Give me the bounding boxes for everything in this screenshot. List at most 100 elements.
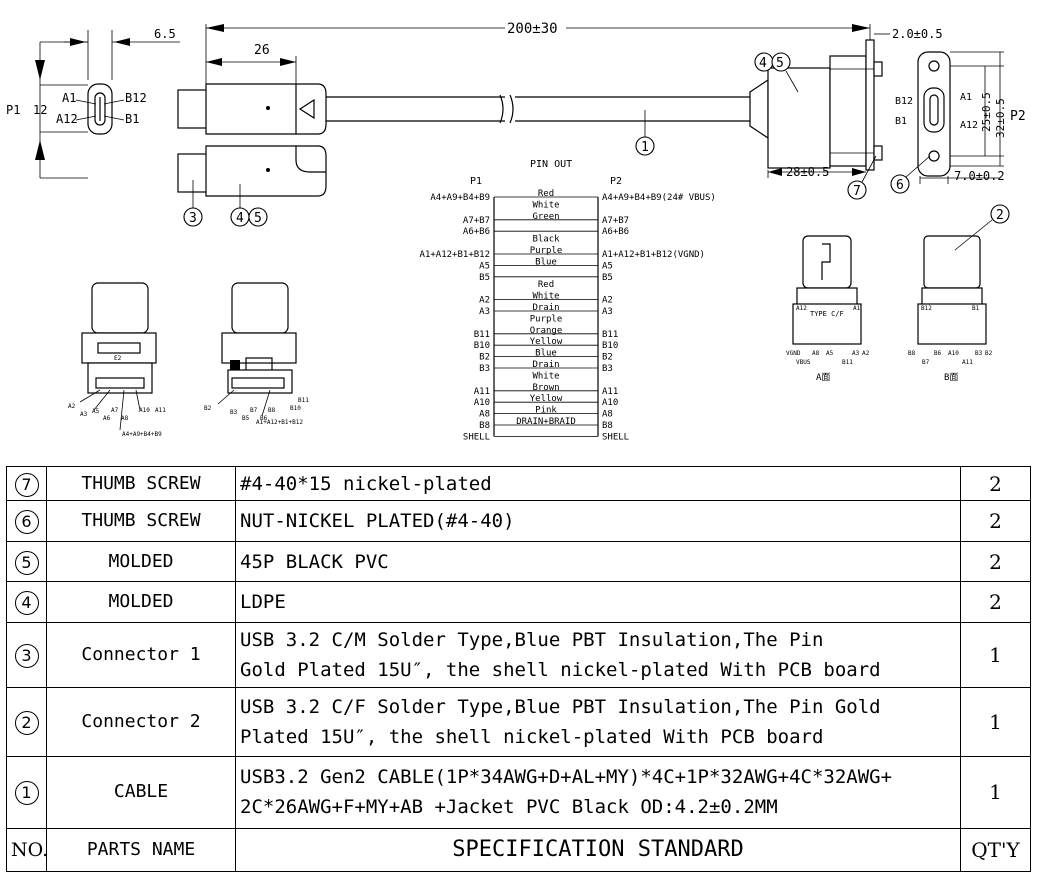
face-b-label: B面 — [944, 372, 958, 383]
pinout-wire-color: Green — [532, 212, 559, 222]
pinout-left-label: A7+B7 — [463, 216, 490, 226]
svg-text:B10: B10 — [290, 405, 301, 412]
pinout-left-label: A5 — [479, 261, 490, 271]
bom-quantity: 2 — [960, 465, 1031, 502]
bom-specification: LDPE — [235, 581, 961, 623]
bom-quantity: 2 — [960, 540, 1031, 583]
bom-header-qty: QT'Y — [960, 828, 1031, 872]
e2-label: E2 — [114, 355, 122, 362]
svg-text:B7: B7 — [250, 407, 258, 414]
pinout-p1: P1 — [470, 176, 482, 187]
pinout-wire-color: Red — [538, 280, 554, 290]
dim-2-0-label: 2.0±0.5 — [892, 27, 943, 41]
left-pcb-label-b: A1+A12+B1+B12 — [256, 419, 303, 426]
bom-part-name: MOLDED — [46, 540, 236, 583]
pinout-wire-color: Orange — [530, 326, 563, 336]
svg-text:A1: A1 — [853, 305, 861, 312]
pinout-right-label: A11 — [602, 387, 618, 397]
pinout-right-label: A10 — [602, 398, 618, 408]
bom-item-number: 3 — [6, 621, 47, 689]
bom-spec-line-2: 2C*26AWG+F+MY+AB +Jacket PVC Black OD:4.… — [240, 796, 778, 819]
dim-total-length: 200±30 — [507, 21, 558, 37]
vgnd-label: VGND — [786, 350, 801, 357]
pinout-wire-color: Blue — [535, 349, 557, 359]
svg-text:B3: B3 — [975, 350, 983, 357]
svg-text:4: 4 — [236, 211, 244, 226]
svg-text:A10: A10 — [948, 350, 959, 357]
pinout-left-label: B5 — [479, 273, 490, 283]
bom-item-number: 2 — [6, 687, 47, 757]
pinout-wire-color: White — [532, 371, 559, 381]
svg-text:B1: B1 — [895, 116, 907, 127]
svg-text:A11: A11 — [962, 359, 973, 366]
pinout-left-label: A2 — [479, 296, 490, 306]
pinout-left-label: A4+A9+B4+B9 — [430, 193, 490, 203]
bom-spec-line-1: USB3.2 Gen2 CABLE(1P*34AWG+D+AL+MY)*4C+1… — [240, 766, 893, 789]
svg-text:B5: B5 — [242, 415, 250, 422]
pinout-left-label: A10 — [474, 398, 490, 408]
bom-part-name: THUMB SCREW — [46, 465, 236, 502]
svg-text:A5: A5 — [826, 350, 834, 357]
callout-3: 3 — [189, 211, 197, 226]
pinout-left-label: A6+B6 — [463, 227, 490, 237]
bom-header-name: PARTS NAME — [46, 828, 236, 872]
pinout-right-label: A1+A12+B1+B12(VGND) — [602, 250, 705, 260]
svg-text:B6: B6 — [934, 350, 942, 357]
pinout-left-label: SHELL — [463, 432, 490, 442]
pinout-wire-color: DRAIN+BRAID — [516, 417, 576, 427]
bom-specification: #4-40*15 nickel-plated — [235, 465, 961, 502]
pinout-wire-color: Yellow — [530, 337, 563, 347]
pinout-right-label: A6+B6 — [602, 227, 629, 237]
bom-item-number: 6 — [6, 500, 47, 542]
pinout-wire-color: Yellow — [530, 394, 563, 404]
pinout-left-label: A8 — [479, 410, 490, 420]
pinout-wire-color: Drain — [532, 303, 559, 313]
bom-item-number: 7 — [6, 465, 47, 502]
pinout-wire-color: Purple — [530, 246, 563, 256]
pinout-left-label: B2 — [479, 353, 490, 363]
dim-p2-label: P2 — [1010, 109, 1026, 124]
bom-part-name: Connector 1 — [46, 621, 236, 689]
pinout-p2: P2 — [610, 176, 622, 187]
bom-spec-line-1: #4-40*15 nickel-plated — [240, 472, 492, 495]
callout-6: 6 — [896, 178, 904, 193]
pinout-left-label: B8 — [479, 421, 490, 431]
pinout-left-label: B3 — [479, 364, 490, 374]
pinout-right-label: A3 — [602, 307, 613, 317]
pinout-wire-color: Blue — [535, 257, 557, 267]
bom-item-number-circle: 3 — [14, 644, 39, 669]
bom-specification: NUT-NICKEL PLATED(#4-40) — [235, 500, 961, 542]
bom-item-number-circle: 4 — [14, 591, 39, 616]
pinout-right-label: A5 — [602, 261, 613, 271]
pinout-wire-color: Red — [538, 189, 554, 199]
svg-text:A11: A11 — [155, 407, 166, 414]
left-pcb-label-a: A4+A9+B4+B9 — [122, 431, 162, 438]
dim-28-label: 28±0.5 — [786, 165, 829, 179]
bom-quantity: 2 — [960, 500, 1031, 542]
bom-spec-line-2: Gold Plated 15U″, the shell nickel-plate… — [240, 659, 881, 682]
dim-32-label: 32±0.5 — [994, 98, 1007, 138]
callout-1: 1 — [641, 140, 649, 155]
pinout-wire-color: Purple — [530, 314, 563, 324]
pinout-wire-color: White — [532, 200, 559, 210]
svg-text:5: 5 — [776, 56, 784, 71]
svg-text:B8: B8 — [268, 407, 276, 414]
svg-text:B11: B11 — [842, 359, 853, 366]
connector-pcb-views-left: E2 A2 A3 A5 A6 A7 A8 A10 A11 A4+A9+B4+B9… — [68, 282, 309, 438]
pinout-left-label: B11 — [474, 330, 490, 340]
technical-drawing: P1 12 6.5 A1 A12 B12 B1 200±30 26 — [6, 21, 1026, 442]
callout-2: 2 — [996, 208, 1004, 223]
pinout-wire-color: Drain — [532, 360, 559, 370]
bom-header-spec: SPECIFICATION STANDARD — [235, 828, 961, 872]
svg-text:A10: A10 — [139, 407, 150, 414]
svg-text:A1: A1 — [960, 92, 972, 103]
bom-quantity: 2 — [960, 581, 1031, 623]
dim-6-5-label: 6.5 — [154, 27, 176, 41]
svg-text:B11: B11 — [298, 397, 309, 404]
pinout-right-label: B10 — [602, 341, 618, 351]
